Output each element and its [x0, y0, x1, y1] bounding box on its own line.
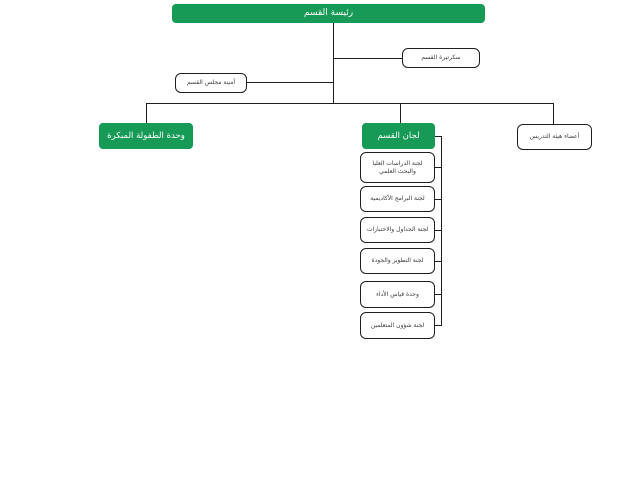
connector-committees-vertical — [441, 136, 442, 326]
connector-secretary-branch — [334, 58, 402, 59]
connector-main-horizontal — [146, 103, 554, 104]
connector-drop-early-childhood — [146, 103, 147, 123]
node-committee-academic-programs: لجنة البرامج الأكاديمية — [360, 186, 435, 212]
connector-stub-committee-2 — [434, 199, 442, 200]
connector-stub-committee-5 — [434, 294, 442, 295]
node-committee-development-quality: لجنة التطوير والجودة — [360, 248, 435, 274]
connector-drop-committees — [400, 103, 401, 123]
node-committee-schedules-exams: لجنة الجداول والاختبارات — [360, 217, 435, 243]
connector-stub-committee-3 — [434, 230, 442, 231]
node-committee-graduate-studies: لجنة الدراسات العليا والبحث العلمي — [360, 152, 435, 183]
connector-stub-committee-6 — [434, 325, 442, 326]
connector-drop-faculty — [553, 103, 554, 124]
connector-stub-committee-1 — [434, 167, 442, 168]
node-department-secretary: سكرتيرة القسم — [402, 48, 480, 68]
connector-council-branch — [247, 82, 334, 83]
connector-stub-committee-4 — [434, 261, 442, 262]
node-department-head: رئيسة القسم — [172, 4, 485, 23]
node-council-secretary: أمينة مجلس القسم — [175, 73, 247, 93]
connector-trunk-vertical — [333, 23, 334, 103]
node-committee-learners-affairs: لجنة شؤون المتعلمين — [360, 312, 435, 339]
node-department-committees: لجان القسم — [362, 123, 435, 149]
node-performance-measurement-unit: وحدة قياس الأداء — [360, 281, 435, 308]
connector-committees-stub — [435, 136, 442, 137]
node-early-childhood-unit: وحدة الطفولة المبكرة — [99, 123, 193, 149]
node-faculty-members: أعضاء هيئة التدريس — [517, 124, 592, 150]
